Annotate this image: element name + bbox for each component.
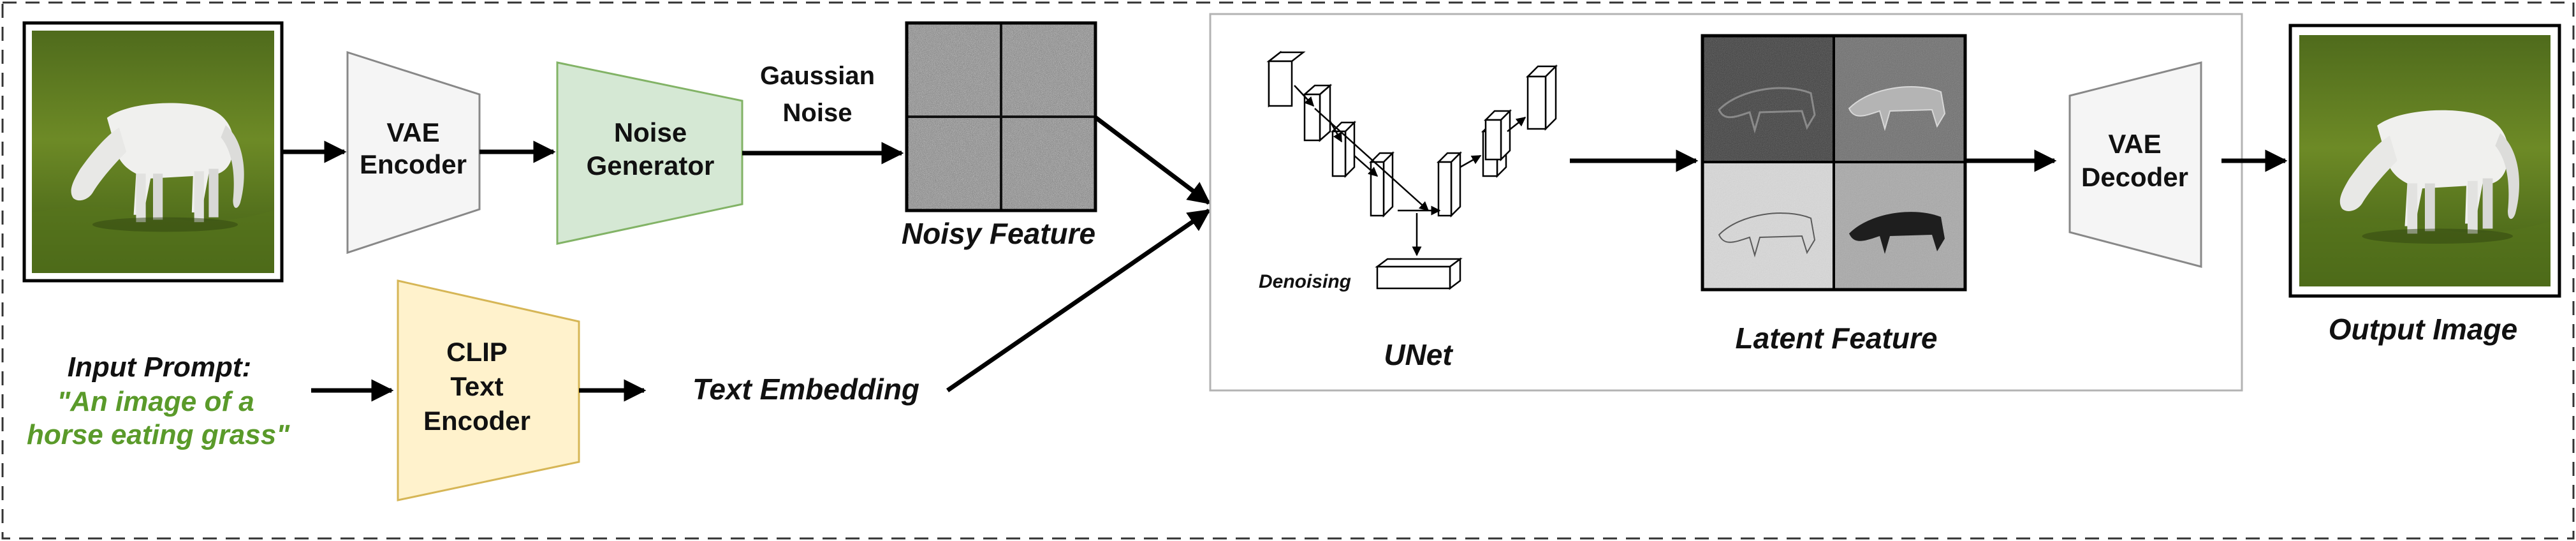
noise-grid-image — [905, 21, 1097, 212]
arrow-text-embedding-to-unet — [946, 209, 1211, 392]
arrow-noisy-feature-to-unet — [1094, 115, 1211, 205]
noise-generator-label-2: Generator — [587, 151, 715, 181]
output-image-caption: Output Image — [2329, 313, 2517, 346]
prompt-text-line-2: horse eating grass" — [27, 419, 290, 450]
prompt-text-line-1: "An image of a — [57, 386, 254, 417]
noise-generator: Noise Generator — [556, 61, 743, 245]
prompt-heading: Input Prompt: — [68, 352, 251, 383]
clip-label-1: CLIP — [446, 337, 508, 367]
clip-label-2: Text — [450, 371, 503, 401]
vae-decoder-label-2: Decoder — [2081, 162, 2188, 192]
unet-skip-connections — [1294, 85, 1526, 256]
unet-architecture-icon — [1266, 50, 1558, 290]
vae-encoder: VAE Encoder — [346, 50, 481, 255]
vae-decoder: VAE Decoder — [2068, 61, 2202, 268]
vae-encoder-label-2: Encoder — [360, 149, 467, 179]
clip-text-encoder: CLIP Text Encoder — [397, 279, 580, 501]
output-image — [2288, 24, 2561, 298]
input-prompt: Input Prompt: "An image of a horse eatin… — [27, 352, 290, 450]
noisy-feature: Noisy Feature — [902, 21, 1097, 250]
vae-decoder-label-1: VAE — [2108, 129, 2161, 159]
gaussian-noise-label-2: Noise — [783, 99, 853, 127]
vae-encoder-label-1: VAE — [386, 117, 439, 147]
text-embedding-label: Text Embedding — [692, 373, 919, 406]
horse-grazing-image — [32, 31, 274, 273]
gaussian-noise-label-1: Gaussian — [760, 62, 875, 90]
latent-feature-caption: Latent Feature — [1736, 322, 1938, 355]
denoising-label: Denoising — [1259, 271, 1351, 292]
noise-generator-label-1: Noise — [614, 117, 687, 147]
latent-feature-grid-image — [1701, 34, 1967, 292]
clip-label-3: Encoder — [423, 406, 531, 436]
noisy-feature-caption: Noisy Feature — [902, 217, 1095, 250]
input-image — [22, 21, 284, 283]
horse-grazing-output-image — [2299, 35, 2550, 286]
unet-caption: UNet — [1384, 338, 1453, 371]
